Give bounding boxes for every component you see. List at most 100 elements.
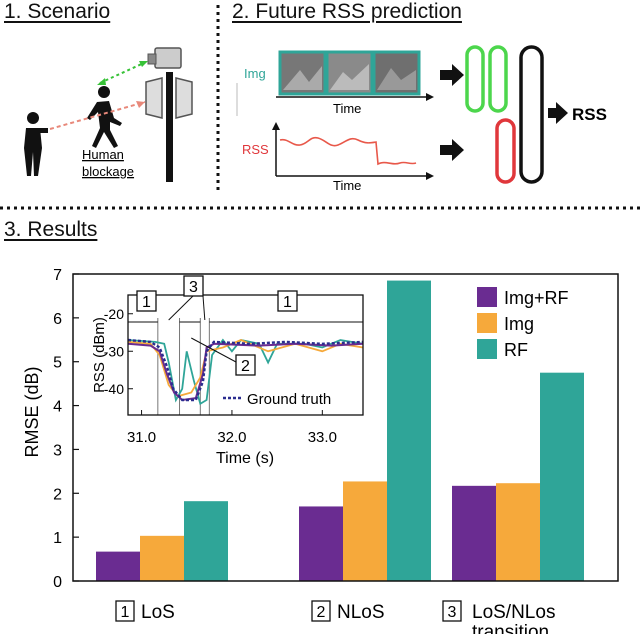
category-label: NLoS — [337, 602, 385, 623]
inset-region-marker-box — [136, 290, 157, 312]
category-marker-box — [115, 600, 135, 622]
category-marker-number: 3 — [448, 604, 457, 621]
bar-rf-3 — [540, 372, 584, 581]
category-label: LoS/NLos — [472, 602, 555, 623]
section-title-results: 3. Results — [4, 218, 98, 241]
img-frame-2-scene — [330, 64, 369, 90]
rf-link-arrowhead — [136, 101, 145, 108]
inset-x-tick-label: 32.0 — [217, 429, 246, 446]
camera-link-arrowhead-b — [139, 61, 148, 67]
user-device — [40, 128, 48, 133]
section-title-scenario: 1. Scenario — [4, 0, 111, 23]
bar-rf-1 — [184, 501, 228, 581]
bar-img-rf-3 — [452, 485, 496, 581]
inset-line-img-rf — [127, 342, 364, 402]
fusion-block — [519, 45, 544, 184]
bar-img-2 — [343, 481, 387, 581]
user-head — [27, 112, 39, 124]
camera-link-arrowhead-a — [97, 78, 106, 85]
human-blockage-label-1: Human — [82, 147, 124, 162]
camera-body — [154, 47, 182, 69]
rf-link-arrow — [49, 101, 146, 130]
y-tick-label: 0 — [53, 574, 62, 591]
camera-link-arrow — [99, 61, 147, 84]
inset-region-marker-box — [183, 275, 204, 297]
inset-region-marker-number: 1 — [142, 294, 151, 311]
legend-swatch-rf — [477, 339, 497, 359]
rss-value-arrowhead — [272, 122, 280, 130]
img-encoder-1 — [465, 45, 485, 113]
walker-head — [98, 86, 110, 98]
output-arrow — [548, 102, 568, 124]
y-tick-label: 5 — [53, 355, 62, 372]
scenario-illustration: Human blockage — [24, 47, 193, 182]
y-tick-label: 7 — [53, 267, 62, 284]
inset-marker-callout — [202, 295, 206, 321]
y-tick-label: 6 — [53, 311, 62, 328]
output-rss-label: RSS — [572, 105, 607, 124]
category-label: LoS — [141, 602, 175, 623]
inset-region-marker-number: 3 — [189, 279, 198, 296]
inset-marker-callout — [168, 295, 194, 321]
legend-label-rf: RF — [504, 340, 528, 360]
inset-frame — [127, 294, 364, 416]
rss-to-net-arrow — [440, 139, 464, 161]
inset-y-tick-label: -20 — [104, 306, 124, 322]
bar-rf-2 — [387, 280, 431, 581]
inset-x-axis-title: Time (s) — [216, 450, 274, 467]
inset-region-marker-number: 1 — [283, 294, 292, 311]
station-panel-right — [175, 77, 193, 119]
img-time-arrowhead — [426, 93, 434, 101]
img-time-label: Time — [333, 101, 361, 116]
y-tick-label: 1 — [53, 530, 62, 547]
legend-swatch-img — [477, 313, 497, 333]
station-pole — [166, 72, 173, 182]
rss-signal-curve — [279, 136, 417, 166]
inset-region-marker-box — [235, 354, 256, 376]
img-to-net-arrow — [440, 64, 464, 86]
inset-legend-label: Ground truth — [247, 391, 331, 408]
bar-img-3 — [496, 483, 540, 581]
inset-y-tick-label: -30 — [104, 343, 124, 359]
rss-input-label: RSS — [242, 142, 269, 157]
img-frame-3-scene — [377, 68, 416, 90]
y-tick-label: 4 — [53, 399, 62, 416]
user-body — [24, 128, 42, 176]
y-tick-label: 2 — [53, 486, 62, 503]
inset-y-tick-label: -40 — [104, 381, 124, 397]
inset-lines — [127, 338, 364, 406]
walker-body — [87, 101, 122, 148]
station-panel-left — [145, 77, 163, 119]
legend-swatch-img-rf — [477, 287, 497, 307]
section-title-prediction: 2. Future RSS prediction — [232, 0, 462, 23]
y-tick-label: 3 — [53, 442, 62, 459]
bar-img-rf-2 — [299, 506, 343, 581]
camera-lens — [147, 53, 157, 65]
inset-region-markers: 1 3 1 2 — [136, 275, 298, 376]
rss-encoder — [495, 118, 516, 184]
prediction-pipeline: Img Time RSS Time RSS — [236, 45, 607, 193]
human-blockage-label-2: blockage — [82, 164, 134, 179]
legend-label-img: Img — [504, 314, 534, 334]
bar-img-1 — [140, 535, 184, 581]
img-input-label: Img — [244, 66, 266, 81]
rss-time-arrowhead — [426, 172, 434, 180]
chart-plot-frame — [72, 273, 619, 582]
rss-time-label: Time — [333, 178, 361, 193]
img-encoder-2 — [488, 45, 508, 113]
legend-label-img-rf: Img+RF — [504, 288, 569, 308]
chart-bars — [96, 280, 584, 581]
category-marker-box — [311, 600, 331, 622]
inset-x-tick-label: 31.0 — [127, 429, 156, 446]
chart-y-ticks: 0 1 2 3 4 5 6 7 — [53, 267, 79, 591]
category-marker-box — [442, 600, 462, 622]
inset-region-marker-number: 2 — [241, 358, 250, 375]
category-marker-number: 1 — [121, 604, 130, 621]
img-frame-1-scene — [283, 66, 322, 90]
